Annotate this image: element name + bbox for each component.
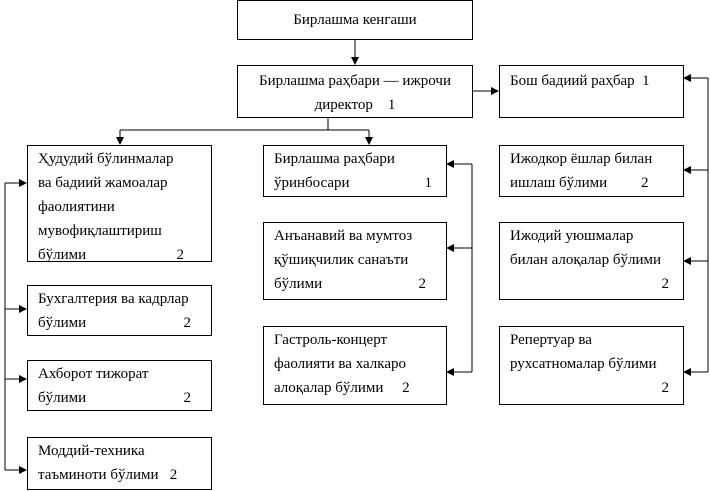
box-label: Бирлашма раҳбари	[274, 151, 395, 167]
box-label: Бош бадиий раҳбар	[510, 73, 635, 89]
box-label: бўлими	[38, 315, 87, 331]
box-label: бўлими	[38, 390, 87, 406]
staff-count: 2	[169, 467, 178, 483]
box-label: ўринбосари	[274, 175, 350, 191]
box-label: бўлими	[38, 247, 87, 263]
box-info-trade: Ахборот тижорат бўлими 2	[27, 360, 212, 411]
box-label: ва бадиий жамоалар	[38, 175, 168, 191]
staff-count: 2	[418, 276, 427, 292]
staff-count: 2	[661, 276, 670, 292]
box-label: Бирлашма раҳбари — ижрочи	[259, 73, 451, 89]
box-label: мувофиқлаштириш	[38, 223, 162, 239]
box-label: Бирлашма кенгаши	[293, 12, 417, 28]
box-label: Гастроль-концерт	[274, 332, 388, 348]
box-repertoire: Репертуар ва рухсатномалар бўлими 2	[499, 326, 684, 405]
box-label: фаолияти ва халкаро	[274, 356, 407, 372]
box-label: қўшиқчилик санаъти	[274, 252, 409, 268]
box-art-director: Бош бадиий раҳбар 1	[499, 65, 684, 118]
box-label: Бухгалтерия ва кадрлар	[38, 291, 189, 307]
box-label: рухсатномалар бўлими	[510, 356, 657, 372]
box-regional: Ҳудудий бўлинмалар ва бадиий жамоалар фа…	[27, 145, 212, 263]
box-label: Ижодкор ёшлар билан	[510, 151, 653, 167]
box-label: бўлими	[274, 276, 323, 292]
box-label: Моддий-техника	[38, 443, 145, 459]
box-label: таъминоти бўлими	[38, 467, 159, 483]
box-label: фаолиятини	[38, 199, 115, 215]
staff-count: 2	[661, 380, 670, 396]
box-logistics: Моддий-техника таъминоти бўлими 2	[27, 437, 212, 490]
box-accounting: Бухгалтерия ва кадрлар бўлими 2	[27, 285, 212, 336]
staff-count: 2	[183, 390, 192, 406]
box-label: алоқалар бўлими	[274, 380, 384, 396]
box-director: Бирлашма раҳбари — ижрочи директор 1	[237, 65, 473, 118]
box-council: Бирлашма кенгаши	[237, 0, 473, 40]
box-label: директор	[314, 97, 373, 113]
box-label: Ижодий уюшмалар	[510, 228, 634, 244]
staff-count: 1	[387, 97, 396, 113]
box-touring: Гастроль-концерт фаолияти ва халкаро ало…	[263, 326, 447, 405]
box-label: Ҳудудий бўлинмалар	[38, 151, 174, 167]
box-deputy: Бирлашма раҳбари ўринбосари 1	[263, 145, 447, 197]
box-label: билан алоқалар бўлими	[510, 252, 661, 268]
box-traditional: Анъанавий ва мумтоз қўшиқчилик санаъти б…	[263, 222, 447, 300]
box-unions: Ижодий уюшмалар билан алоқалар бўлими 2	[499, 222, 684, 300]
box-label: Ахборот тижорат	[38, 366, 149, 382]
staff-count: 1	[424, 175, 433, 191]
box-label: Анъанавий ва мумтоз	[274, 228, 413, 244]
box-youth: Ижодкор ёшлар билан ишлаш бўлими 2	[499, 145, 684, 197]
staff-count: 2	[176, 247, 185, 263]
staff-count: 2	[640, 175, 649, 191]
staff-count: 2	[183, 315, 192, 331]
staff-count: 2	[402, 380, 410, 396]
box-label: ишлаш бўлими	[510, 175, 608, 191]
staff-count: 1	[642, 73, 650, 89]
box-label: Репертуар ва	[510, 332, 592, 348]
